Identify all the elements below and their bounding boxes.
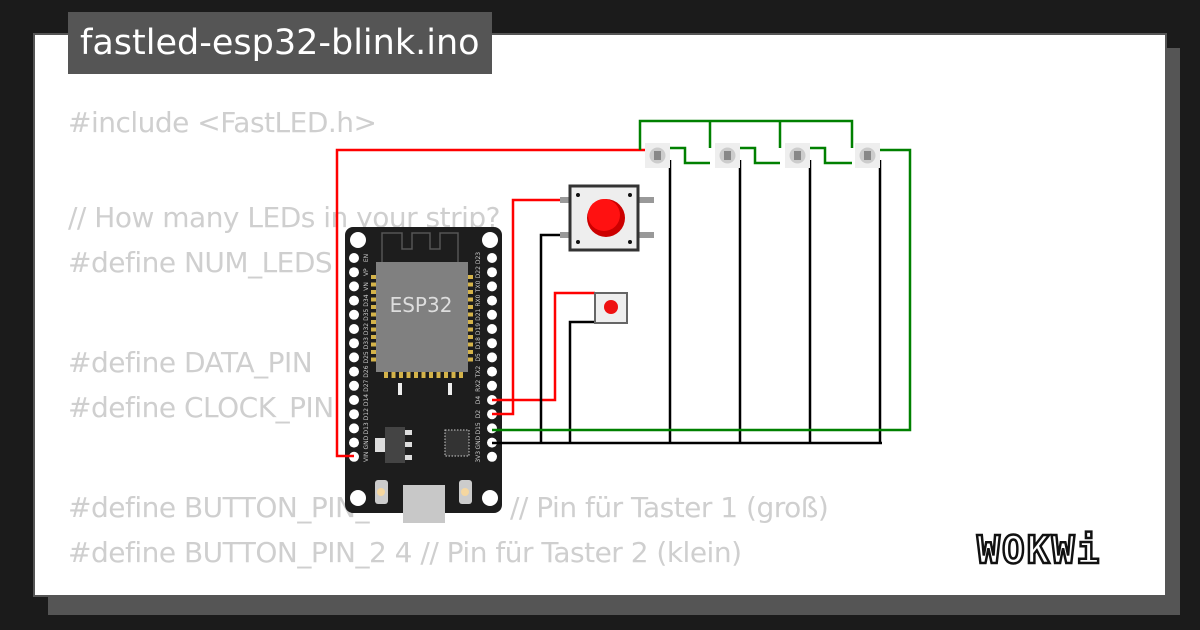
chip-label: ESP32 [390,293,453,317]
wire-gnd-small-button [568,320,595,443]
pin-label: GND [363,435,370,449]
code-line: #define NUM_LEDS [68,246,333,279]
pin-label: D13 [363,422,370,434]
pin-label: D32 [363,323,370,335]
pin-vp[interactable] [349,267,359,278]
code-line: #define BUTTON_PIN_ [68,491,369,524]
pin-label: D35 [363,308,370,320]
pin-label: D14 [363,394,370,406]
pin-d19[interactable] [487,324,497,334]
neopixel-led[interactable] [645,143,670,168]
wire-d2-big-button [492,198,570,416]
pin-label: D21 [475,308,482,320]
pin-gnd[interactable] [349,437,359,448]
pin-label: D26 [363,365,370,377]
code-line: #define DATA_PIN [68,346,313,379]
neopixel-led[interactable] [785,143,810,168]
pin-d25[interactable] [349,352,359,363]
pin-d5[interactable] [487,352,497,363]
pin-label: VIN [363,452,370,462]
wire-vin-led [335,148,645,458]
pin-label: D15 [475,422,482,434]
pin-label: GND [475,435,482,449]
pin-d23[interactable] [487,253,497,263]
small-pushbutton[interactable] [594,292,628,324]
pin-label: VN [363,282,370,291]
esp32-chip [376,262,468,372]
neopixel-led[interactable] [715,143,740,168]
pin-label: D22 [475,266,482,278]
code-line: #define CLOCK_PIN [68,391,334,424]
pin-label: D27 [363,379,370,391]
pin-label: D23 [475,252,482,264]
pin-vn[interactable] [349,281,359,292]
pin-tx2[interactable] [487,366,497,377]
pin-label: D33 [363,337,370,349]
pin-d35[interactable] [349,309,359,320]
pin-d26[interactable] [349,366,359,377]
pin-d15[interactable] [487,423,497,434]
pin-label: RX0 [475,294,482,306]
wire-d15-data [492,148,912,432]
pin-label: TX2 [475,366,482,379]
pin-label: D18 [475,337,482,349]
code-line: #define BUTTON_PIN_2 4 // Pin für Taster… [68,536,742,569]
esp32-board[interactable]: ESP32 ENVPVND34D35D32D33D25D26D27D14D12D… [345,227,502,523]
neopixel-led[interactable] [855,143,880,168]
pin-label: D19 [475,323,482,335]
pin-d12[interactable] [349,409,359,420]
pin-label: D25 [363,351,370,363]
pin-label: D12 [363,408,370,420]
pin-label: TX0 [475,280,482,293]
pin-tx0[interactable] [487,281,497,292]
pin-d13[interactable] [349,423,359,434]
pin-en[interactable] [349,253,359,263]
wokwi-logo: WOKWi [976,527,1101,574]
pin-d14[interactable] [349,395,359,405]
big-pushbutton[interactable] [560,184,654,252]
svg-text:WOKWi: WOKWi [977,528,1101,572]
pin-label: D2 [475,410,482,419]
pin-d27[interactable] [349,380,359,391]
pin-label: D5 [475,353,482,362]
pin-rx0[interactable] [487,295,497,306]
pin-label: EN [363,254,370,262]
pin-d34[interactable] [349,295,359,306]
pin-label: RX2 [475,380,482,392]
pin-label: D34 [363,294,370,306]
code-line: #include <FastLED.h> [68,106,377,139]
pin-rx2[interactable] [487,380,497,391]
pin-label: 3V3 [475,451,482,463]
pin-d33[interactable] [349,338,359,349]
pin-3v3[interactable] [487,451,497,462]
pin-label: D4 [475,396,482,405]
code-line: // Pin für Taster 1 (groß) [510,491,829,524]
pin-label: VP [363,268,370,276]
pin-d22[interactable] [487,267,497,278]
project-title: fastled-esp32-blink.ino [68,12,492,74]
pin-d21[interactable] [487,309,497,320]
pin-d32[interactable] [349,324,359,334]
wire-d4-small-button [492,291,595,402]
pin-d18[interactable] [487,338,497,349]
